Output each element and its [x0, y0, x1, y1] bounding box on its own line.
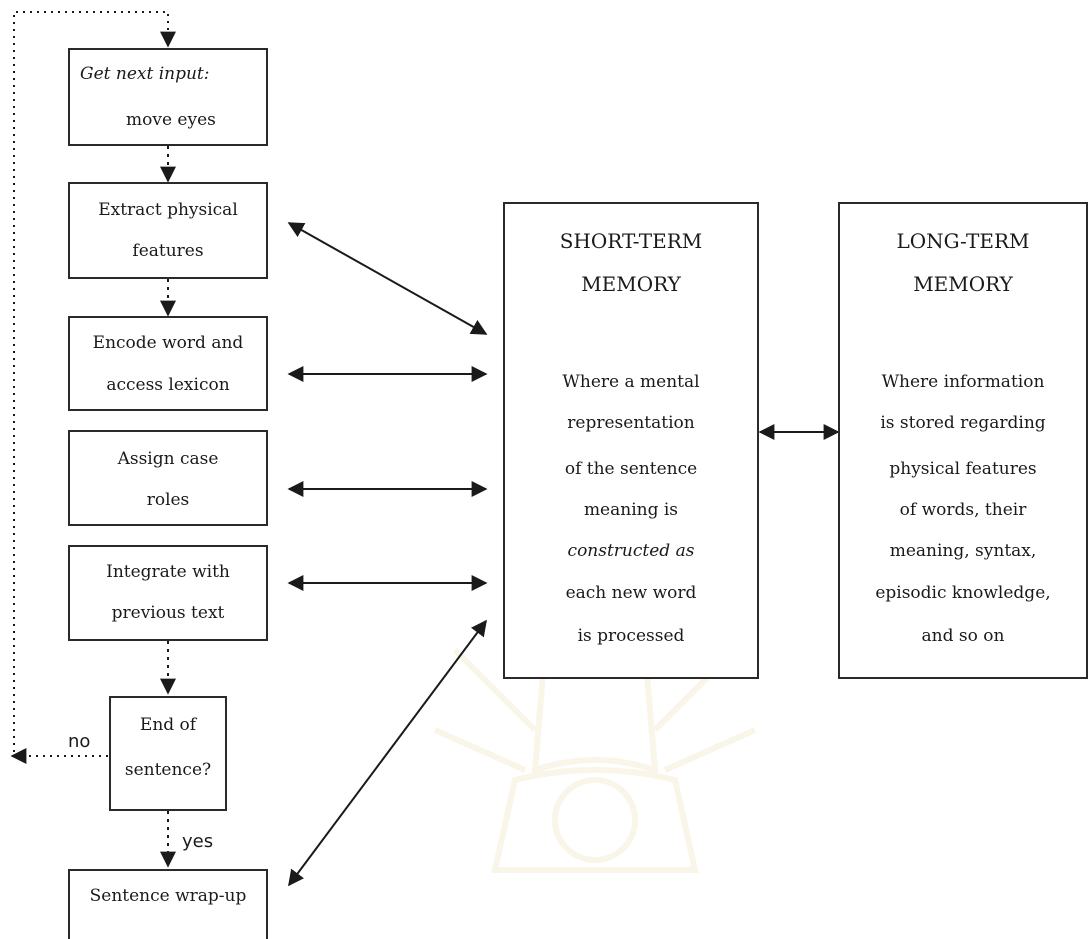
yes-label: yes — [182, 831, 214, 852]
long-term-title-1: LONG-TERM — [896, 229, 1030, 253]
integrate-label-1: Integrate with — [106, 562, 230, 582]
short-term-title-1: SHORT-TERM — [559, 229, 703, 253]
long-term-line-6: episodic knowledge, — [875, 583, 1051, 603]
short-term-line-1: Where a mental — [562, 372, 700, 392]
short-term-line-3: of the sentence — [564, 459, 698, 479]
wrap-up-label: Sentence wrap-up — [89, 886, 247, 906]
assign-box — [68, 430, 268, 526]
integrate-box — [68, 545, 268, 641]
long-term-line-4: of words, their — [899, 500, 1027, 520]
long-term-title-2: MEMORY — [913, 272, 1013, 296]
long-term-memory-box — [838, 202, 1088, 679]
short-term-line-4: meaning is — [583, 500, 679, 520]
short-term-memory-box — [503, 202, 759, 679]
long-term-line-2: is stored regarding — [880, 413, 1046, 433]
short-term-line-5: constructed as — [567, 541, 695, 561]
short-term-line-7: is processed — [577, 626, 685, 646]
long-term-line-1: Where information — [881, 372, 1045, 392]
integrate-label-2: previous text — [111, 603, 225, 623]
encode-label-2: access lexicon — [106, 375, 230, 395]
get-input-sublabel: move eyes — [126, 110, 216, 130]
short-term-title-2: MEMORY — [581, 272, 681, 296]
long-term-line-7: and so on — [921, 626, 1005, 646]
short-term-line-6: each new word — [565, 583, 697, 603]
end-label-2: sentence? — [124, 760, 212, 780]
long-term-line-3: physical features — [889, 459, 1037, 479]
assign-label-2: roles — [146, 490, 190, 510]
no-label: no — [68, 731, 91, 752]
get-input-box — [68, 48, 268, 146]
end-label-1: End of — [139, 715, 197, 735]
short-term-line-2: representation — [567, 413, 695, 433]
long-term-line-5: meaning, syntax, — [889, 541, 1037, 561]
get-input-label: Get next input: — [80, 64, 210, 84]
assign-label-1: Assign case — [117, 449, 219, 469]
extract-label-2: features — [132, 241, 204, 261]
encode-box — [68, 316, 268, 411]
encode-label-1: Encode word and — [92, 333, 244, 353]
end-of-sentence-box — [109, 696, 227, 811]
extract-label-1: Extract physical — [98, 200, 238, 220]
extract-box — [68, 182, 268, 279]
